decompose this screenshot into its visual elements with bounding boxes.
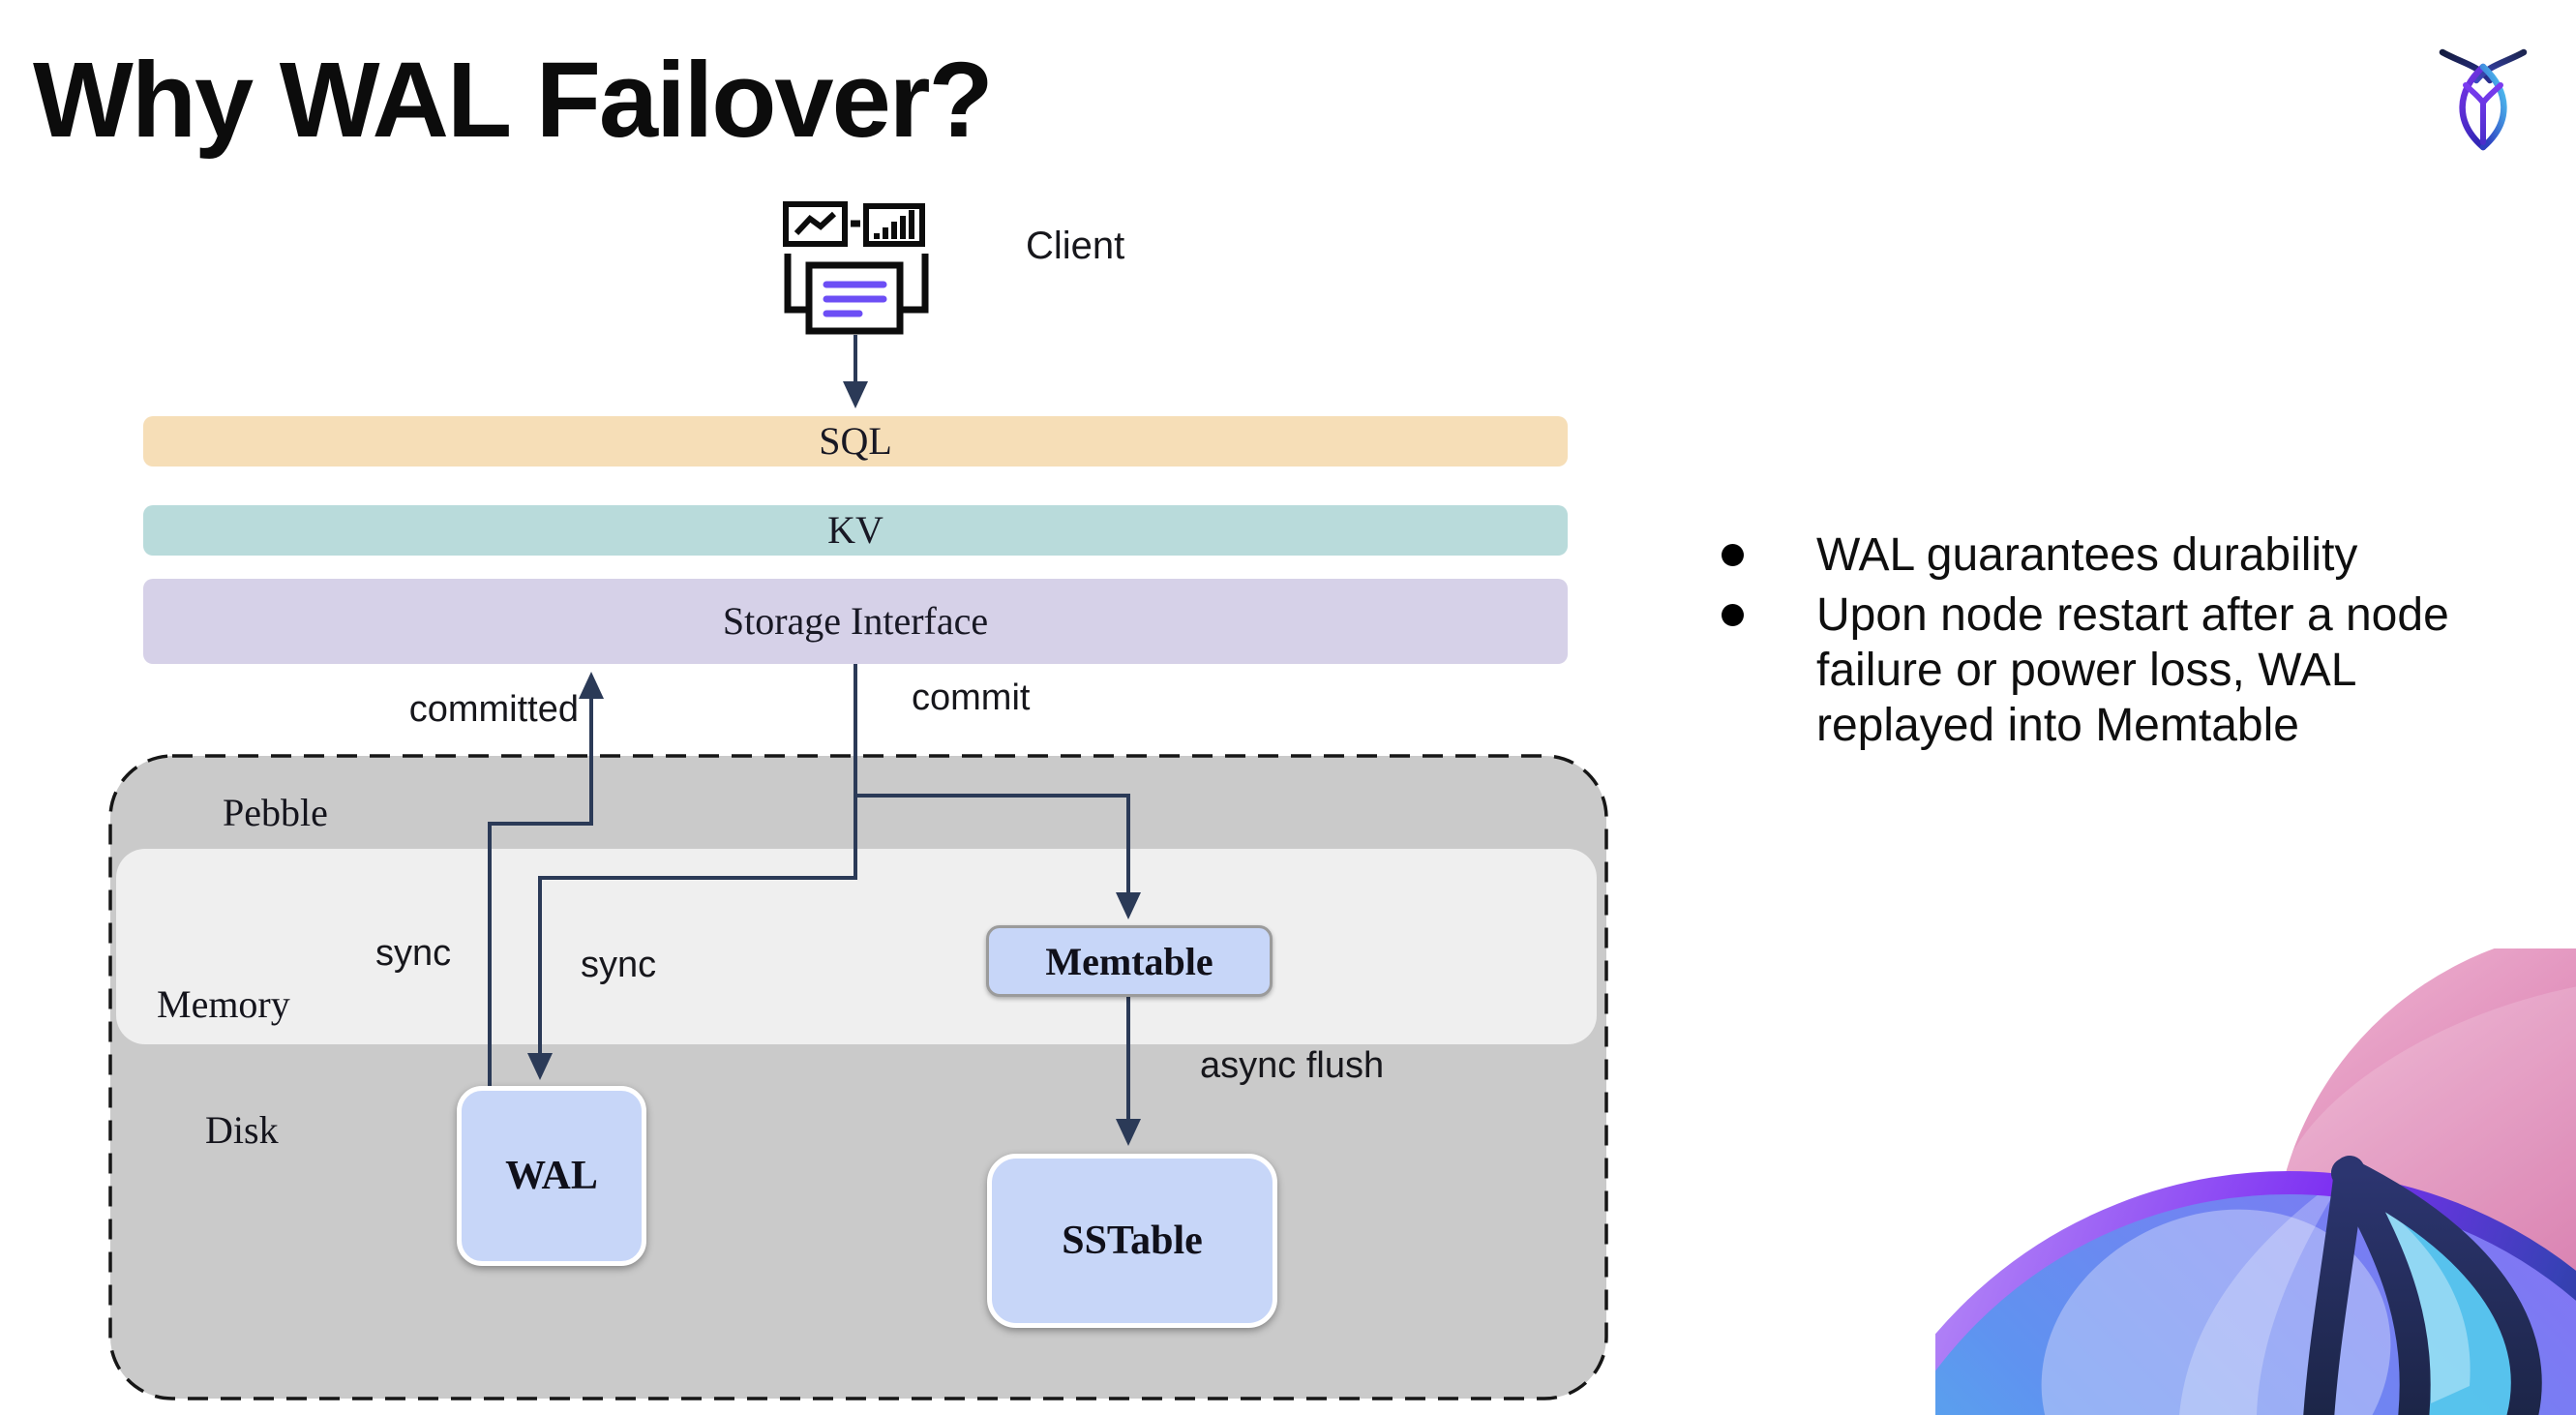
client-label: Client [1026, 225, 1125, 267]
cockroachdb-brand-artwork [1935, 948, 2576, 1415]
brand-glyph-leaf-inner [2331, 1158, 2431, 1415]
client-icon [783, 201, 929, 335]
layer-storage-interface: Storage Interface [143, 579, 1568, 664]
disk-label: Disk [205, 1108, 279, 1152]
cockroachdb-logo-icon [2439, 48, 2528, 151]
edge-label-committed: committed [408, 689, 579, 730]
bullet-text: WAL guarantees durability [1816, 529, 2358, 581]
edge-label-sync-left: sync [375, 933, 452, 974]
bullet-item: WAL guarantees durability [1695, 527, 2481, 583]
bullet-item: Upon node restart after a node failure o… [1695, 587, 2481, 753]
edge-label-async-flush: async flush [1200, 1045, 1385, 1086]
layer-kv: KV [143, 505, 1568, 556]
bullet-dot [1722, 604, 1744, 626]
edge-label-sync-right: sync [581, 945, 657, 985]
bullet-text: Upon node restart after a node failure o… [1816, 589, 2449, 751]
wal-box: WAL [457, 1086, 646, 1266]
memory-band [116, 849, 1597, 1044]
brand-glyph-leaf-outer [2331, 1158, 2542, 1415]
bullet-dot [1722, 544, 1744, 566]
bullet-list: WAL guarantees durability Upon node rest… [1695, 527, 2481, 753]
sstable-box: SSTable [987, 1154, 1277, 1328]
memory-label: Memory [157, 982, 290, 1026]
layer-sql: SQL [143, 416, 1568, 467]
pebble-label: Pebble [223, 791, 328, 834]
page-title: Why WAL Failover? [33, 41, 994, 160]
memtable-box: Memtable [986, 925, 1273, 997]
edge-label-commit: commit [912, 677, 1031, 718]
brand-glyph-stem [2303, 1156, 2365, 1415]
brand-purple-rim [1935, 1171, 2576, 1371]
